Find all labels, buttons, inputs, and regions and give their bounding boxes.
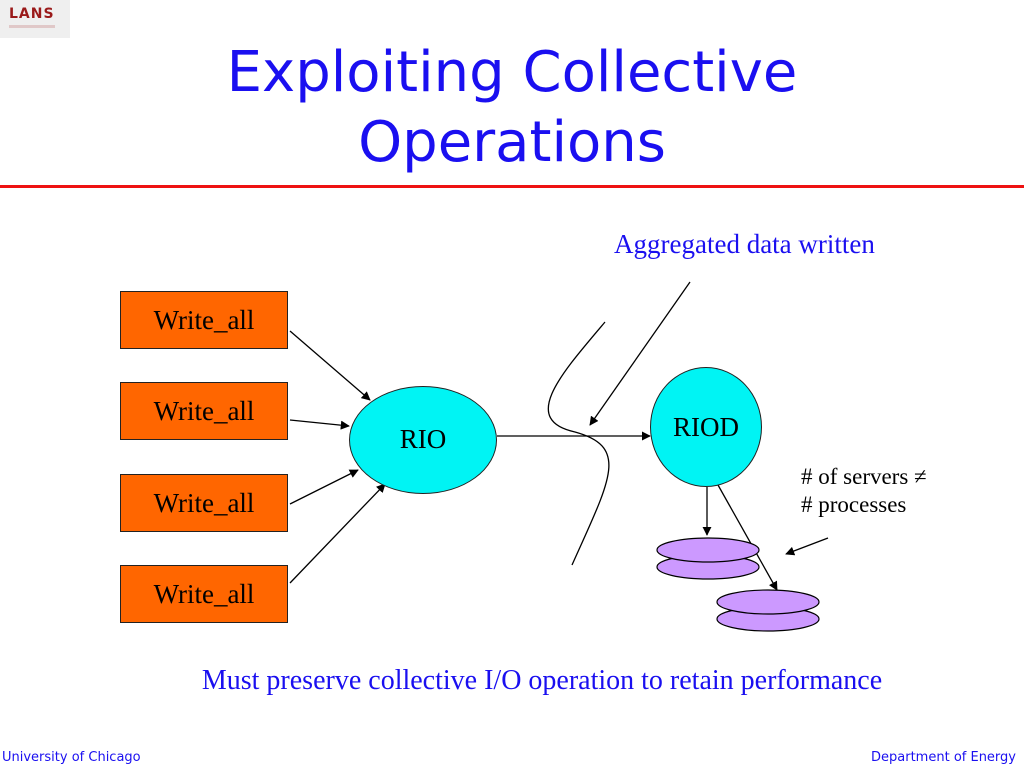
servers-note-line2: # processes (801, 492, 907, 517)
slide-title: Exploiting Collective Operations (0, 38, 1024, 178)
footer-left: University of Chicago (2, 750, 141, 765)
arrow-write2-to-rio (289, 419, 350, 430)
logo-underline (9, 25, 55, 28)
aggregated-data-label: Aggregated data written (614, 229, 875, 259)
write-all-box-3: Write_all (120, 474, 288, 532)
lans-logo: LANS (0, 0, 70, 38)
servers-note: # of servers ≠ # processes (801, 463, 927, 519)
write-all-box-4: Write_all (120, 565, 288, 623)
arrow-riod-to-disk2 (717, 484, 778, 591)
arrow-servers-pointer (785, 537, 829, 556)
rio-node: RIO (349, 386, 497, 494)
diagram-caption: Must preserve collective I/O operation t… (201, 665, 883, 696)
arrow-write4-to-rio (289, 483, 386, 584)
logo-text: LANS (9, 6, 55, 22)
arrow-write3-to-rio (289, 469, 359, 505)
arrow-write1-to-rio (289, 330, 371, 401)
write-all-box-2: Write_all (120, 382, 288, 440)
disk-stack-1 (656, 537, 760, 580)
disk-stack-2 (716, 589, 820, 632)
slide-title-line1: Exploiting Collective (226, 40, 798, 105)
riod-node: RIOD (650, 367, 762, 487)
servers-note-line1: # of servers ≠ (801, 464, 927, 489)
arrow-aggregated-pointer (589, 281, 691, 426)
footer-right: Department of Energy (871, 750, 1016, 765)
title-divider (0, 185, 1024, 188)
slide-title-line2: Operations (358, 110, 666, 175)
riod-label: RIOD (673, 412, 739, 442)
separator-curve (547, 321, 610, 566)
write-all-box-1: Write_all (120, 291, 288, 349)
rio-label: RIO (399, 424, 447, 454)
